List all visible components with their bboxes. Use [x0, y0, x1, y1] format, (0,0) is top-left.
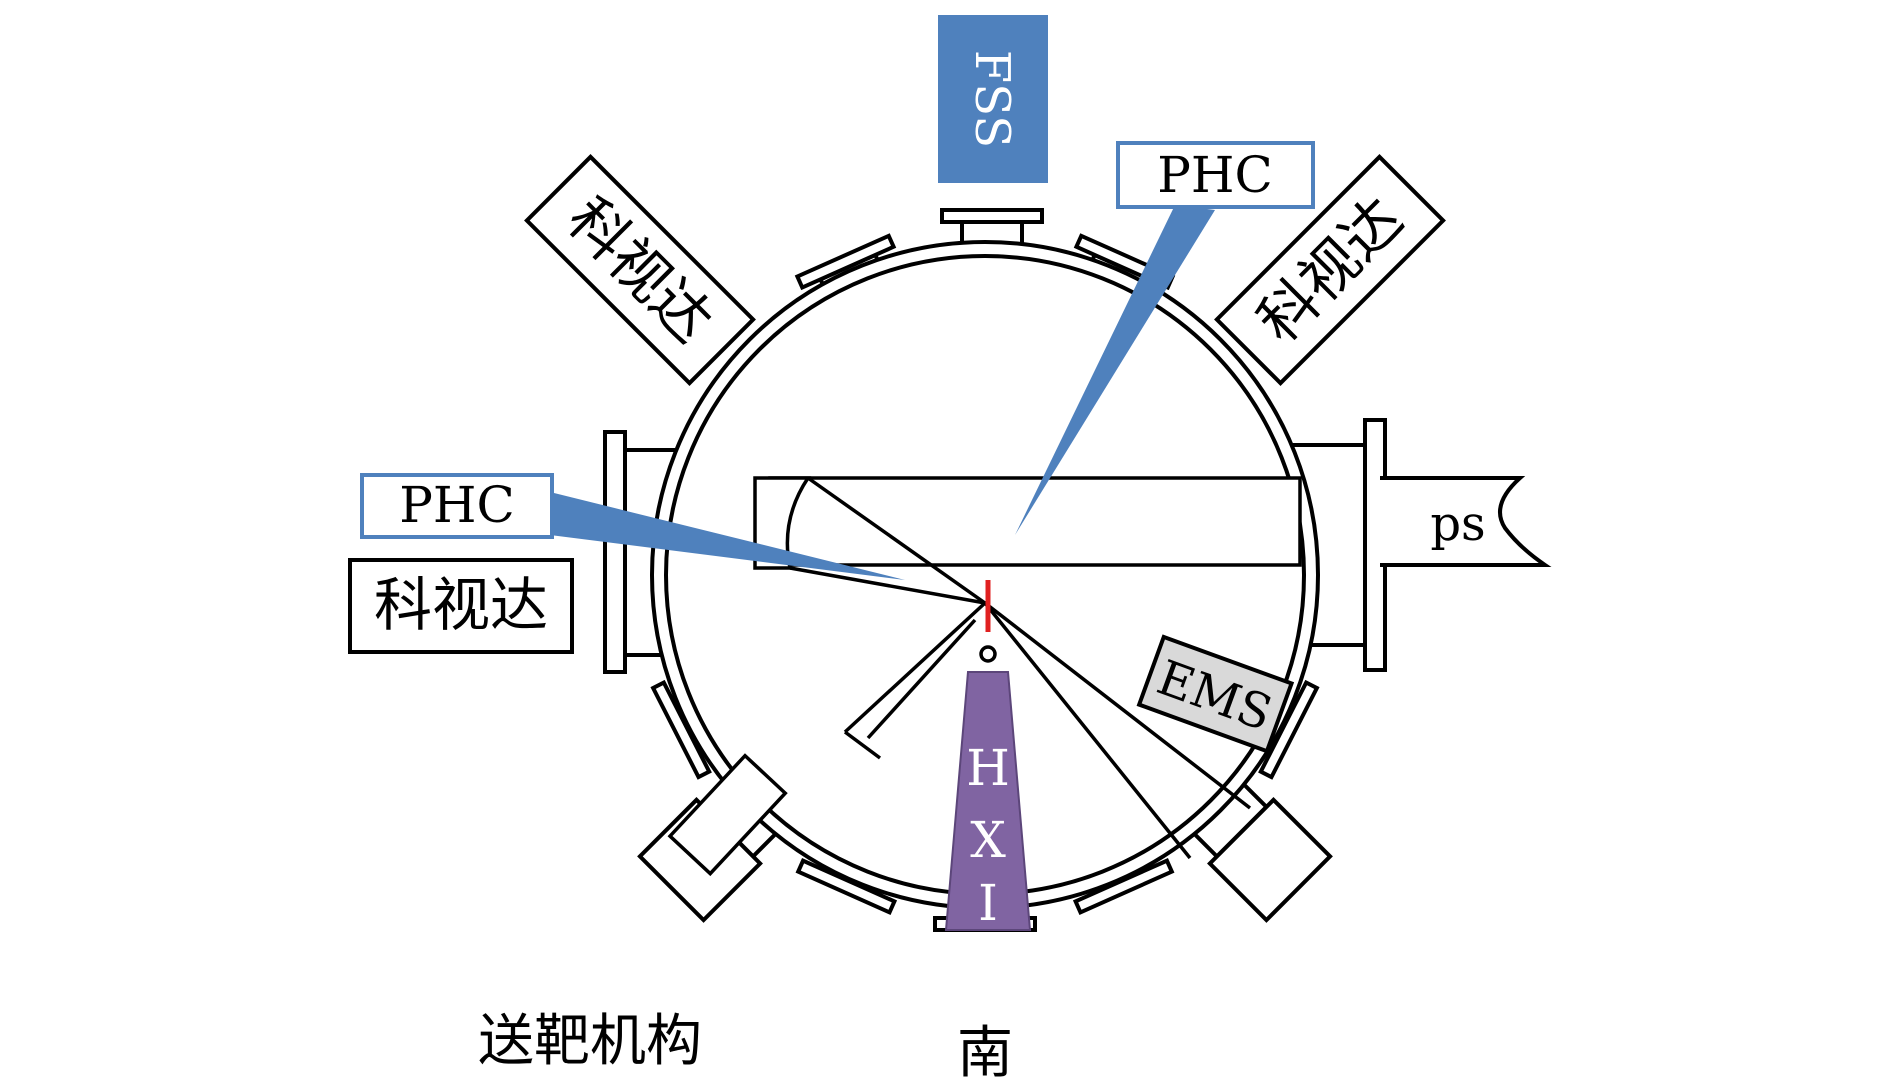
vacuum-chamber: [650, 240, 1320, 910]
hxi-letter-i: I: [978, 874, 998, 932]
phc-cones: [550, 205, 1215, 580]
phc-left-text: PHC: [399, 476, 515, 534]
phc-top-text: PHC: [1157, 146, 1273, 204]
chamber-internals: [667, 476, 1302, 877]
ps-label: ps: [1430, 496, 1485, 552]
kesd-left-text: 科视达: [374, 571, 548, 639]
kesd-camera-upper-left: 科视达: [524, 154, 756, 386]
hxi-letter-x: X: [970, 811, 1006, 869]
south-label: 南: [957, 1021, 1013, 1086]
fss-box: FSS: [938, 15, 1048, 183]
kesd-camera-left: 科视达: [348, 558, 574, 654]
fss-label: FSS: [964, 50, 1020, 148]
phc-cone-left: [550, 492, 905, 580]
ps-beam-tube: [1380, 476, 1552, 567]
ps-beam-path: [768, 476, 1302, 567]
phc-cone-top: [1015, 205, 1215, 535]
hxi-letter-h: H: [966, 739, 1010, 797]
phc-label-left: PHC: [360, 473, 554, 539]
hxi-detector: H X I: [944, 671, 1032, 932]
target: [979, 580, 997, 663]
phc-label-top: PHC: [1116, 141, 1315, 209]
target-mechanism-label: 送靶机构: [478, 1009, 702, 1074]
